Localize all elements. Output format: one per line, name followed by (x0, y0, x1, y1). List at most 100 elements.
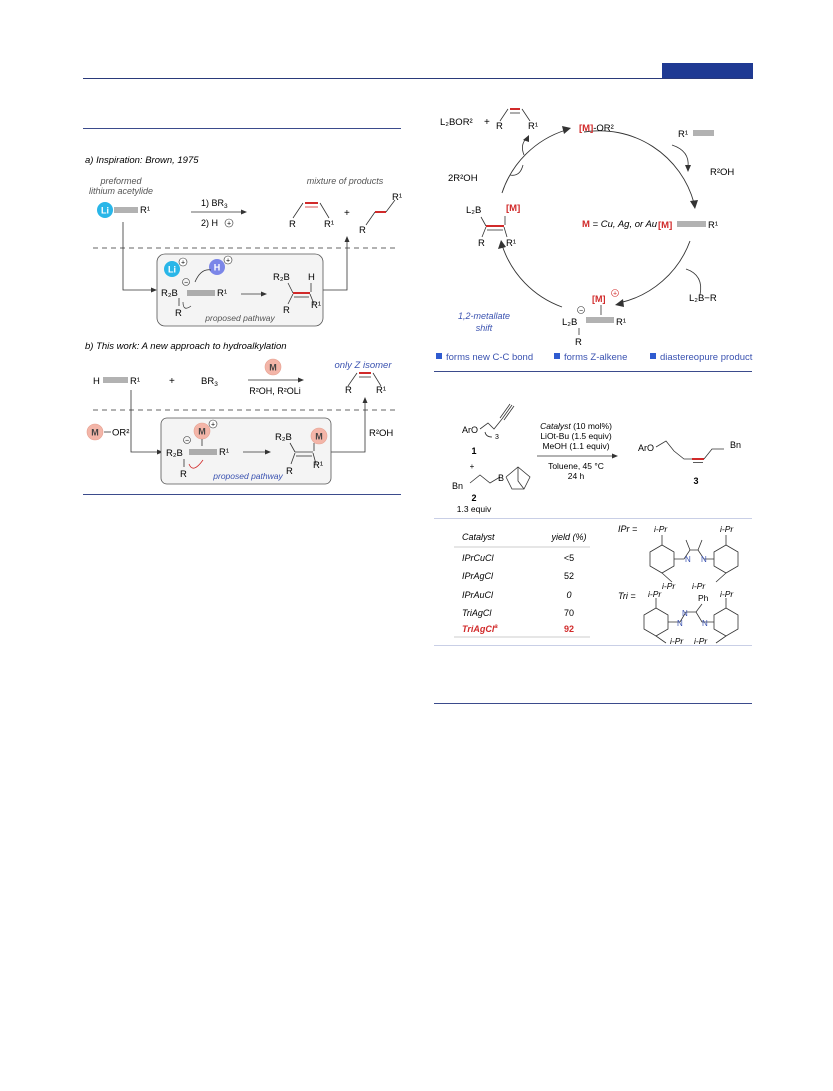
reagent-bn-label: Bn (452, 481, 463, 491)
cycle-alkene-r1-label: R¹ (528, 121, 538, 132)
vinyl-h-label: H (308, 272, 315, 283)
catalyst-condition: Catalyst (10 mol%) (540, 421, 612, 431)
cycle-arc-bottom-left (501, 244, 563, 308)
li-charge-label: + (181, 260, 185, 267)
feature-bullet-icon (650, 353, 656, 359)
vinyl-r2b-label: R₂B (273, 272, 290, 283)
vinyl-metal-icon (310, 427, 328, 445)
pathway-arrowhead-icon (261, 291, 267, 297)
metal-badge-label: M (269, 363, 277, 373)
red-migration-arrow-icon (188, 459, 204, 469)
header-rule (83, 78, 753, 79)
z-product-r-label: R (345, 385, 352, 396)
curly-arrow-icon (194, 269, 212, 283)
terminal-alkyne-icon (103, 377, 128, 383)
ipr-structure-icon (649, 535, 739, 583)
ipr-ipr-1: i-Pr (654, 524, 668, 534)
cycle-terminal-alkyne-icon (693, 130, 714, 136)
flow-b-arrowhead-icon (157, 449, 163, 455)
boron-label: B (498, 473, 504, 483)
borate-alkyne-icon (178, 290, 215, 306)
metal-charge-icon (208, 419, 218, 429)
tri-label: Tri = (618, 591, 636, 601)
step2-label: 2) H (201, 218, 218, 228)
tri-n-top: N (682, 609, 688, 618)
this-work-title: b) This work: A new approach to hydroalk… (85, 341, 287, 352)
table-row-4-catalyst: TriAgCl (462, 608, 492, 618)
cycle-arc-top-right (583, 130, 695, 204)
table-row-5-yield: 92 (564, 624, 574, 634)
tri-ipr-2: i-Pr (720, 589, 734, 599)
r2oh-label: R²OH (369, 428, 393, 439)
cycle-arrowhead-4-icon (562, 126, 571, 134)
cycle-arc-bottom-right (618, 240, 691, 304)
cycle-bottom-rule (434, 371, 752, 372)
borate-charge-icon (182, 278, 190, 286)
reaction-arrowhead-icon (612, 453, 618, 459)
pathway-b-arrowhead-icon (265, 449, 271, 455)
compound-2-label: 2 (471, 493, 476, 503)
pi-borate-charge-icon (577, 306, 585, 314)
ipr-n-right: N (701, 555, 707, 564)
vinyl-cycle-r-label: R (478, 238, 485, 249)
vinylborane-icon (287, 282, 315, 305)
reaction-rule (434, 518, 752, 519)
ipr-ipr-2: i-Pr (720, 524, 734, 534)
plus-sign-b: + (169, 376, 175, 387)
borate-r1-label: R¹ (217, 288, 227, 299)
migration-arrow-icon (182, 301, 192, 309)
proton-icon (209, 259, 225, 275)
header-tab (662, 63, 753, 78)
proton-charge-icon (223, 255, 233, 265)
pi-complex-charge-icon (611, 289, 619, 297)
cycle-plus: + (484, 117, 490, 128)
cycle-alkene-r-label: R (496, 121, 503, 132)
vinyl-l2b-label: L₂B (466, 205, 481, 216)
brown-scheme: a) Inspiration: Brown, 1975 preformed li… (85, 155, 402, 485)
ipr-ipr-3: i-Pr (662, 581, 676, 591)
reagent-plus: + (470, 462, 475, 471)
product-bn-label: Bn (730, 440, 741, 450)
compound-3-label: 3 (693, 476, 698, 486)
product-r-label: R (289, 219, 296, 230)
li-label: Li (101, 206, 109, 216)
tri-ipr-3: i-Pr (670, 636, 684, 646)
tri-structure-icon (643, 598, 739, 644)
flow-line-b-in (130, 390, 157, 453)
tri-ipr-4: i-Pr (694, 636, 708, 646)
step1-label: 1) BR3 (201, 198, 228, 210)
substrate-sub3: 3 (495, 434, 499, 441)
r1-label: R¹ (140, 205, 150, 216)
feature-diastereopure: diastereopure product (660, 352, 753, 363)
alkyne-in-arrowhead-icon (685, 165, 691, 172)
pi-r1-label: R¹ (616, 317, 626, 328)
lithium-acetylide-label: lithium acetylide (89, 186, 153, 196)
z-alkene-icon (292, 202, 330, 219)
vinyl-r1-label: R¹ (311, 300, 321, 311)
arrowhead-icon (241, 209, 247, 215)
pi-complex-charge-label: + (613, 291, 617, 298)
feature-bullet-icon (436, 353, 442, 359)
metal-acetylide-m-label: [M] (658, 220, 672, 231)
tri-ipr-1: i-Pr (648, 589, 662, 599)
table-row-1-yield: <5 (564, 553, 574, 563)
borate-b-r1-label: R¹ (219, 447, 229, 458)
borane-in-arrow-icon (685, 268, 702, 296)
cycle-arrowhead-2-icon (615, 299, 624, 307)
feature-cc-bond: forms new C-C bond (446, 352, 533, 363)
conditions-label: R²OH, R²OLi (249, 386, 301, 396)
9bbn-borane-icon (469, 466, 531, 490)
flow-line-b-out (331, 403, 366, 453)
cycle-arrowhead-3-icon (498, 240, 506, 249)
product-aro-label: ArO (638, 443, 654, 453)
alkyne-r1-label: R¹ (678, 129, 688, 140)
metal-alkoxide-species: [M]-OR² (579, 123, 614, 134)
borate-b-charge-label: − (185, 438, 189, 445)
table-row-2-catalyst: IPrAgCl (462, 571, 494, 581)
z-product-r1-label: R¹ (376, 385, 386, 396)
feature-list: forms new C-C bond forms Z-alkene diaste… (436, 352, 753, 363)
borate-r2b-label: R₂B (161, 288, 178, 299)
flow-line-out (323, 242, 348, 291)
pi-r-label: R (575, 337, 582, 348)
inspiration-title: a) Inspiration: Brown, 1975 (85, 155, 199, 166)
